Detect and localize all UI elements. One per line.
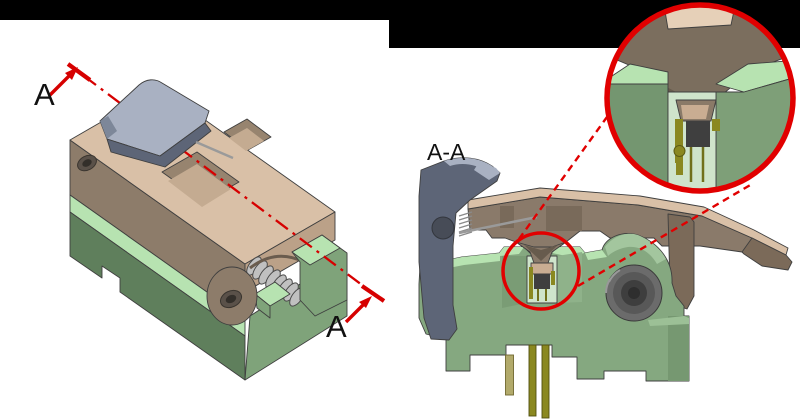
section-cut-line xyxy=(48,62,386,324)
callout-leader-upper xyxy=(518,116,608,240)
spring-end-view xyxy=(605,264,663,322)
pin-right xyxy=(541,344,550,419)
view-arrow-top-shaft xyxy=(48,73,72,97)
latch-rod-section xyxy=(458,215,538,235)
detail-thin-pins xyxy=(689,147,705,182)
detail-contact-block xyxy=(686,121,710,147)
callout-leader-lower xyxy=(577,182,753,288)
base-section-shading xyxy=(420,233,689,381)
isometric-view: A A xyxy=(34,62,386,381)
section-view: A-A xyxy=(418,2,796,419)
clamp-lever-iso xyxy=(99,79,234,168)
pin-left xyxy=(505,354,514,396)
lobe-counterbore-hole xyxy=(219,289,243,309)
detail-green-left-block xyxy=(607,83,669,191)
lever-spring-hatch xyxy=(458,211,473,237)
view-arrow-bottom-head xyxy=(359,296,372,308)
contact-slot xyxy=(526,255,558,304)
view-arrow-bottom-shaft xyxy=(344,302,366,324)
side-counterbore-hole xyxy=(77,154,97,172)
view-arrow-top-head xyxy=(65,67,78,80)
pin-middle xyxy=(528,344,537,417)
lid-right-hook xyxy=(741,237,793,271)
contact-cap xyxy=(530,262,554,275)
redaction-bar-left xyxy=(0,0,389,20)
detail-zoom-bubble xyxy=(604,2,796,194)
detail-pogo-stem xyxy=(676,151,683,175)
lever-pivot-hole xyxy=(431,216,455,240)
detail-content xyxy=(607,5,793,191)
callout-circle xyxy=(501,231,581,311)
contact-block xyxy=(534,274,550,289)
section-tick-bottom xyxy=(360,284,386,303)
contact-pins xyxy=(505,344,550,419)
section-label-top: A xyxy=(34,77,55,112)
latch-rod-iso xyxy=(195,140,234,160)
section-label-bottom: A xyxy=(326,309,347,344)
lid-section-band xyxy=(467,187,793,310)
detail-ring xyxy=(604,2,796,194)
section-tick-top xyxy=(66,62,92,82)
clamp-lever-section xyxy=(418,157,538,341)
base-fork-prongs xyxy=(254,234,348,319)
lid-funnel-tip xyxy=(515,241,567,264)
section-view-label: A-A xyxy=(427,139,466,165)
detail-pogo-tip xyxy=(673,145,686,157)
base-dark-face xyxy=(69,211,246,381)
